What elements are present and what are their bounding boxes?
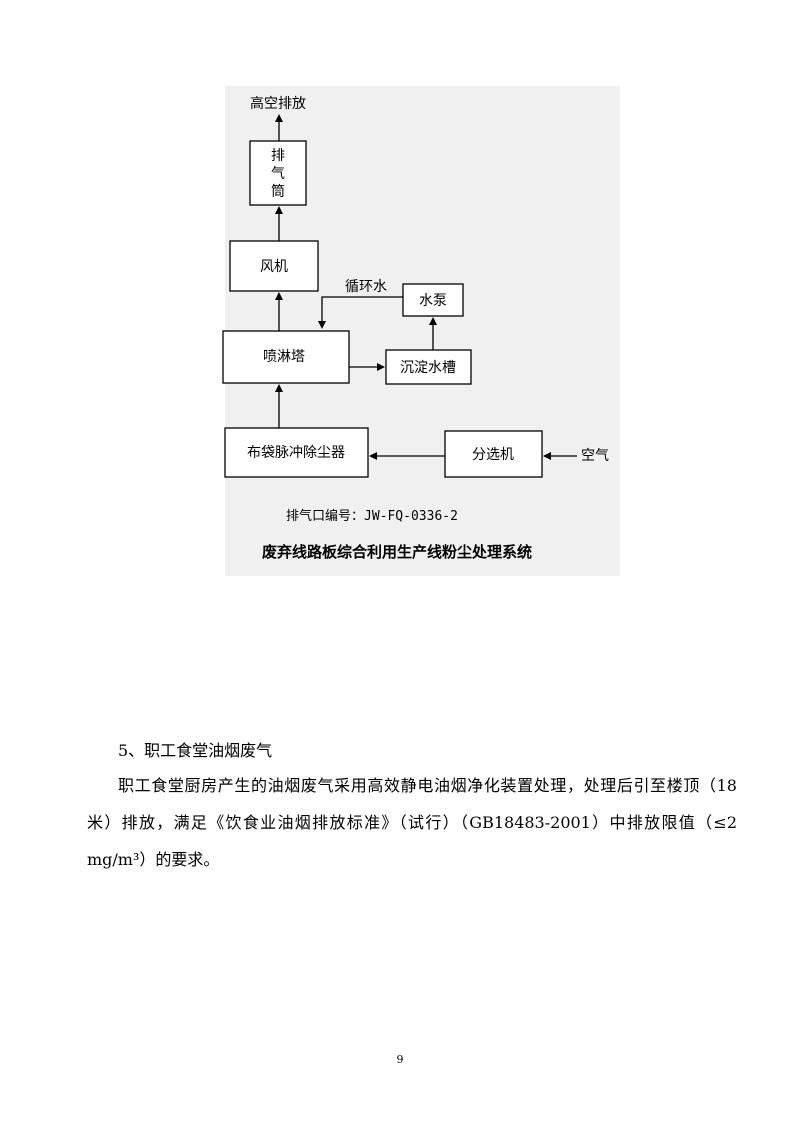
node-spray-tower (222, 330, 350, 384)
label-stack-3: 筒 (271, 183, 285, 200)
node-water-pump (402, 283, 464, 317)
dust-treatment-flowchart: 高空排放 排 气 筒 风机 水泵 循环水 喷淋塔 沉淀水槽 布袋脉冲除尘器 分选… (222, 95, 609, 561)
label-stack-2: 气 (271, 166, 285, 182)
node-fan (229, 240, 319, 292)
label-circulating-water: 循环水 (345, 279, 387, 295)
figure-caption: 废弃线路板综合利用生产线粉尘处理系统 (262, 543, 532, 561)
arrowhead-tank-to-pump (429, 317, 437, 325)
node-settling-tank (385, 349, 472, 385)
label-bag-pulse-filter: 布袋脉冲除尘器 (247, 445, 345, 461)
arrowhead-separator-to-filter (369, 452, 377, 460)
outlet-code: 排气口编号：JW-FQ-0336-2 (286, 508, 458, 524)
section-body: 职工食堂厨房产生的油烟废气采用高效静电油烟净化装置处理，处理后引至楼顶（18 米… (87, 767, 737, 878)
node-bag-pulse-filter (224, 427, 369, 478)
label-settling-tank: 沉淀水槽 (400, 360, 456, 376)
arrowhead-stack-to-exhaust (275, 114, 283, 122)
label-spray-tower: 喷淋塔 (263, 349, 305, 365)
label-separator: 分选机 (472, 447, 514, 463)
section-body-text: 职工食堂厨房产生的油烟废气采用高效静电油烟净化装置处理，处理后引至楼顶（18 米… (87, 776, 737, 869)
section-heading: 5、职工食堂油烟废气 (118, 741, 273, 760)
label-air-input: 空气 (581, 448, 609, 464)
node-separator (444, 430, 543, 478)
label-stack-1: 排 (271, 148, 285, 164)
arrowhead-air-to-separator (543, 452, 551, 460)
arrowhead-tower-to-fan (275, 292, 283, 300)
label-water-pump: 水泵 (419, 293, 447, 309)
node-exhaust-stack (249, 140, 307, 206)
arrowhead-fan-to-stack (275, 206, 283, 214)
arrowhead-tower-to-tank (377, 363, 385, 371)
arrowhead-pump-to-tower (318, 321, 326, 329)
label-fan: 风机 (260, 259, 288, 275)
label-exhaust-top: 高空排放 (250, 95, 306, 112)
line-pump-to-tower (321, 296, 403, 321)
page-number: 9 (396, 1053, 404, 1066)
arrowhead-filter-to-tower (275, 384, 283, 392)
